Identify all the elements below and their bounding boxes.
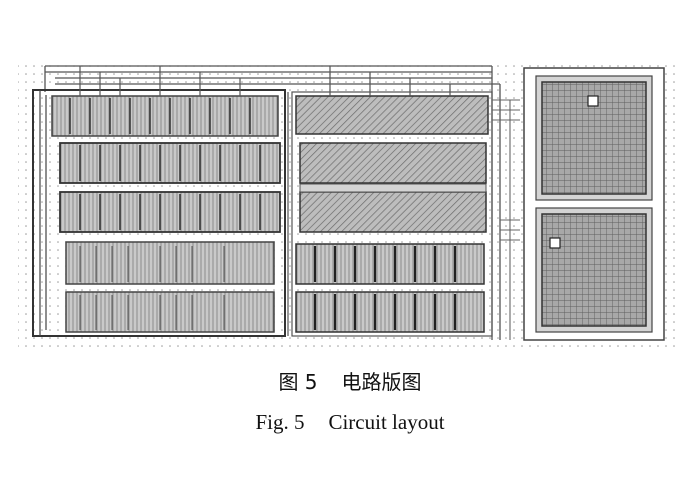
caption-title-cn: 电路版图 — [341, 370, 422, 394]
caption-title-en: Circuit layout — [328, 410, 445, 434]
figure-caption-chinese: 图 5 电路版图 — [0, 366, 700, 395]
vertical-routes — [79, 66, 451, 336]
left-block-outline — [32, 89, 286, 337]
middle-transistor-array — [291, 91, 493, 337]
capacitor-array — [523, 67, 665, 341]
left-transistor-array — [51, 95, 281, 333]
caption-number-en: Fig. 5 — [255, 410, 305, 434]
circuit-layout-image — [18, 62, 680, 352]
right-routing-lines — [492, 99, 520, 340]
caption-number-cn: 图 5 — [278, 370, 318, 394]
figure-caption-english: Fig. 5 Circuit layout — [0, 410, 700, 435]
